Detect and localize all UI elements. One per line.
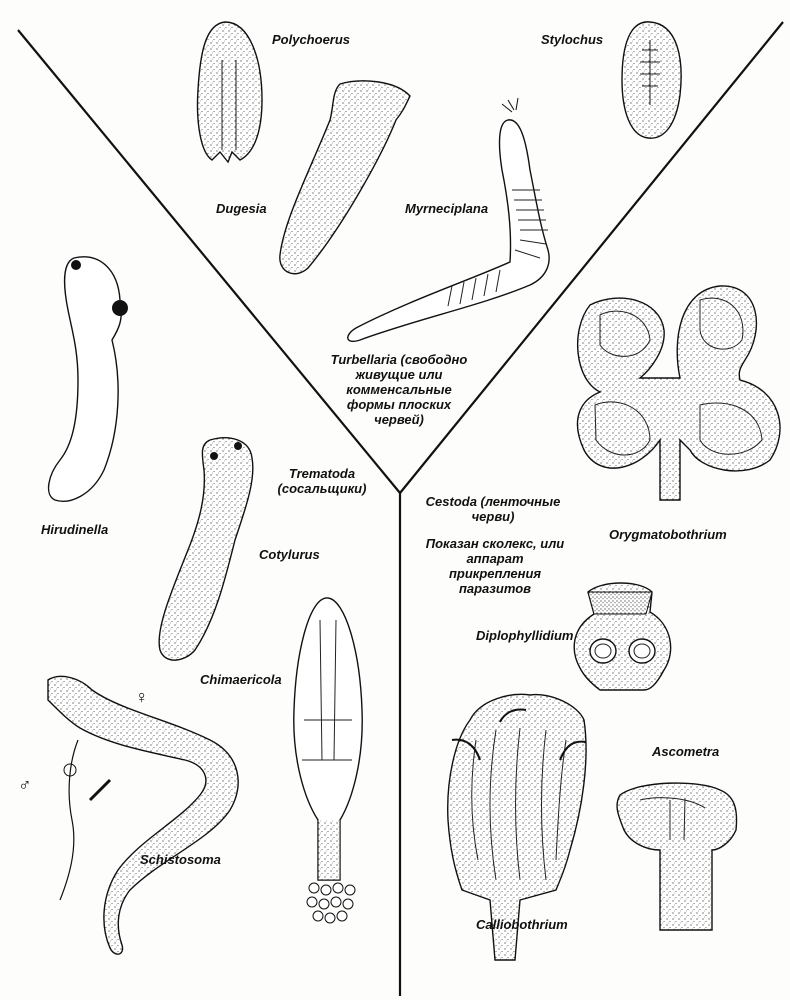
dugesia-drawing: [279, 80, 411, 275]
myrneciplana-label: Myrneciplana: [405, 201, 489, 216]
diplophyllidium-label: Diplophyllidium: [476, 628, 574, 643]
cotylurus-label: Cotylurus: [259, 547, 320, 562]
ascometra-label: Ascometra: [652, 744, 720, 759]
turbellaria-group-label: Turbellaria (свободно живущие или коммен…: [330, 352, 468, 427]
hirudinella-label: Hirudinella: [41, 522, 109, 537]
dugesia-label: Dugesia: [216, 201, 267, 216]
stylochus-label: Stylochus: [541, 32, 604, 47]
polychoerus-label: Polychoerus: [272, 32, 351, 47]
schistosoma-label: Schistosoma: [140, 852, 221, 867]
hirudinella-drawing: [47, 256, 128, 502]
myrneciplana-drawing: [347, 97, 550, 342]
cestoda-group-label: Cestoda (ленточные черви): [425, 494, 561, 524]
diplophyllidium-drawing: [573, 582, 672, 691]
trematoda-group-label: Trematoda (сосальщики): [277, 466, 367, 496]
cotylurus-drawing: [158, 437, 254, 661]
polychoerus-drawing: [196, 21, 263, 164]
orygmatobothrium-label: Orygmatobothrium: [609, 527, 727, 542]
female-symbol: ♀: [135, 687, 149, 707]
orygmatobothrium-drawing: [576, 285, 781, 501]
schistosoma-drawing: [47, 675, 239, 955]
chimaericola-drawing: [293, 597, 363, 924]
male-symbol: ♂: [18, 775, 32, 795]
calliobothrium-drawing: [447, 693, 587, 961]
ascometra-drawing: [616, 782, 738, 931]
stylochus-drawing: [621, 21, 682, 139]
divider-lines: [17, 21, 784, 996]
calliobothrium-label: Calliobothrium: [476, 917, 568, 932]
chimaericola-label: Chimaericola: [200, 672, 282, 687]
cestoda-note-label: Показан сколекс, или аппарат прикреплени…: [425, 536, 565, 596]
